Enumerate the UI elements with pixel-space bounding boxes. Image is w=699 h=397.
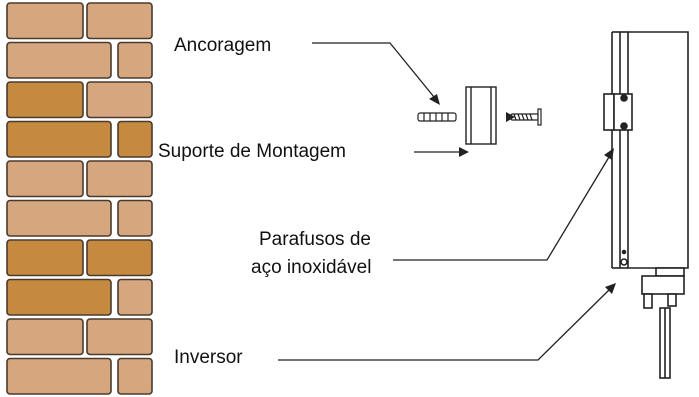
brick <box>86 239 153 277</box>
screw-arrow <box>506 112 515 122</box>
brick <box>86 160 153 198</box>
leader-lines <box>278 42 610 361</box>
inverter-icon <box>603 31 689 379</box>
anchor-label: Ancoragem <box>174 35 272 56</box>
brick <box>86 2 153 40</box>
bracket-arrowhead <box>459 147 469 157</box>
mounting-bracket-icon <box>465 86 497 145</box>
inverter-leader-line <box>278 289 610 361</box>
brick <box>6 41 112 79</box>
brick <box>6 239 84 277</box>
screws-leader-line <box>393 156 610 261</box>
brick <box>86 81 153 119</box>
inverter-label: Inversor <box>174 347 243 368</box>
brick <box>6 357 112 395</box>
brick <box>6 160 84 198</box>
brick <box>117 41 153 79</box>
screws-label-line2: aço inoxidável <box>251 257 372 278</box>
brick <box>6 199 112 237</box>
brick-wall <box>6 2 153 395</box>
inverter-arrowhead <box>605 283 616 294</box>
anchor-icon <box>417 112 457 122</box>
brick <box>117 278 153 316</box>
brick <box>86 318 153 356</box>
screws-arrowhead <box>604 148 614 160</box>
brick <box>117 120 153 158</box>
brick <box>6 278 112 316</box>
anchor-arrowhead <box>429 94 440 105</box>
brick <box>117 357 153 395</box>
brick <box>6 318 84 356</box>
mounting-bracket-label: Suporte de Montagem <box>158 141 347 162</box>
brick <box>6 81 84 119</box>
screws-label-line1: Parafusos de <box>259 229 371 250</box>
anchor-leader-line <box>312 42 435 98</box>
brick <box>6 2 84 40</box>
leader-arrowheads <box>429 94 616 294</box>
brick <box>6 120 112 158</box>
brick <box>117 199 153 237</box>
